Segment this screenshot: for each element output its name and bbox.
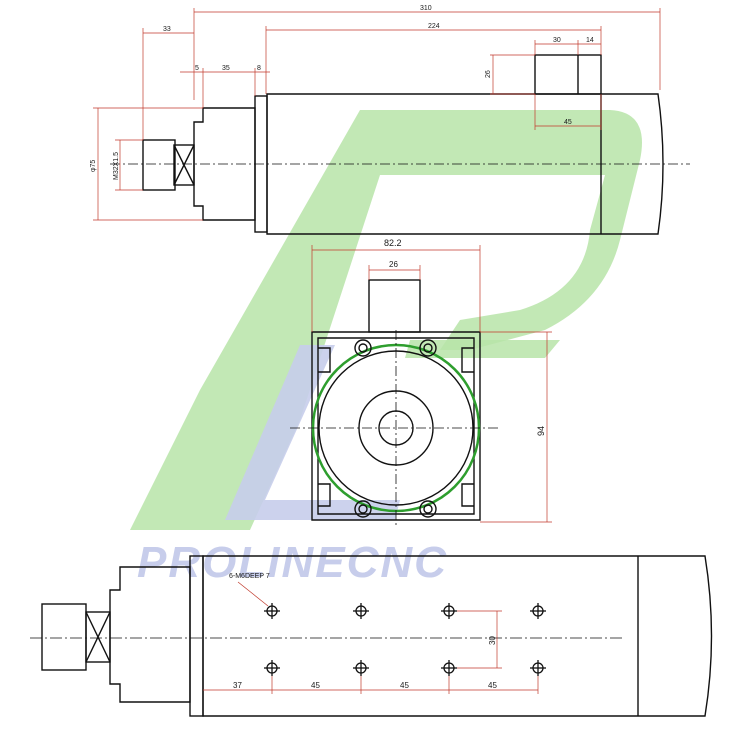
dim-row-spacing: 30 (488, 636, 497, 645)
dim-hole-note: 6-M6DEEP 7 (229, 573, 270, 580)
dim-body-length: 224 (428, 23, 440, 30)
side-dimension-labels: 310 224 30 14 33 5 35 8 26 45 φ75 M32X1.… (90, 5, 594, 180)
dim-end-connector: 26 (389, 260, 398, 269)
watermark-logo: PROLINECNC (130, 110, 642, 587)
dim-5: 5 (195, 65, 199, 72)
dim-connector-offset: 14 (586, 37, 594, 44)
dim-pitch-2: 45 (400, 681, 409, 690)
dim-35: 35 (222, 65, 230, 72)
collet-nut (142, 139, 176, 191)
watermark-brand-text: PROLINECNC (137, 538, 448, 587)
spindle-body (266, 93, 664, 235)
dim-pitch-1: 45 (311, 681, 320, 690)
dim-8: 8 (257, 65, 261, 72)
end-dimension-labels: 82.2 26 94 (384, 238, 546, 436)
bottom-nose (109, 566, 191, 703)
bottom-holes (264, 603, 546, 676)
dim-33: 33 (163, 26, 171, 33)
watermark-green-bar (405, 340, 560, 358)
side-dimensions (93, 8, 661, 221)
dim-first-offset: 37 (233, 681, 242, 690)
watermark-green-shape (130, 110, 642, 530)
dim-connector-pos: 45 (564, 119, 572, 126)
dim-pitch-3: 45 (488, 681, 497, 690)
dim-flange-width: 82.2 (384, 238, 402, 248)
dim-connector-width: 30 (553, 37, 561, 44)
bottom-body (202, 555, 713, 717)
bottom-collet-nut (41, 603, 87, 671)
bottom-hole (441, 603, 457, 619)
dim-connector-height: 26 (485, 70, 492, 78)
bottom-hole (441, 660, 457, 676)
watermark-blue-shape (225, 345, 400, 520)
connector-box (534, 54, 602, 95)
end-connector-box (368, 279, 421, 333)
bottom-dimensions (203, 581, 539, 694)
end-flange-notches (318, 347, 474, 507)
end-view (290, 279, 500, 525)
bottom-view (30, 555, 713, 717)
dim-diameter: φ75 (90, 160, 97, 172)
bottom-hole (264, 660, 280, 676)
dim-height: 94 (536, 426, 546, 436)
bottom-hole (353, 660, 369, 676)
end-mount-holes (354, 339, 437, 518)
collet-cross-2 (173, 144, 195, 186)
bottom-hole (264, 603, 280, 619)
bottom-hole (353, 603, 369, 619)
bottom-dimension-labels: 6-M6DEEP 7 37 45 45 45 30 (229, 573, 497, 690)
dim-overall-length: 310 (420, 5, 432, 12)
bottom-hole (530, 603, 546, 619)
dim-thread: M32X1.5 (113, 152, 120, 180)
bottom-hole (530, 660, 546, 676)
end-dimensions (311, 245, 552, 523)
